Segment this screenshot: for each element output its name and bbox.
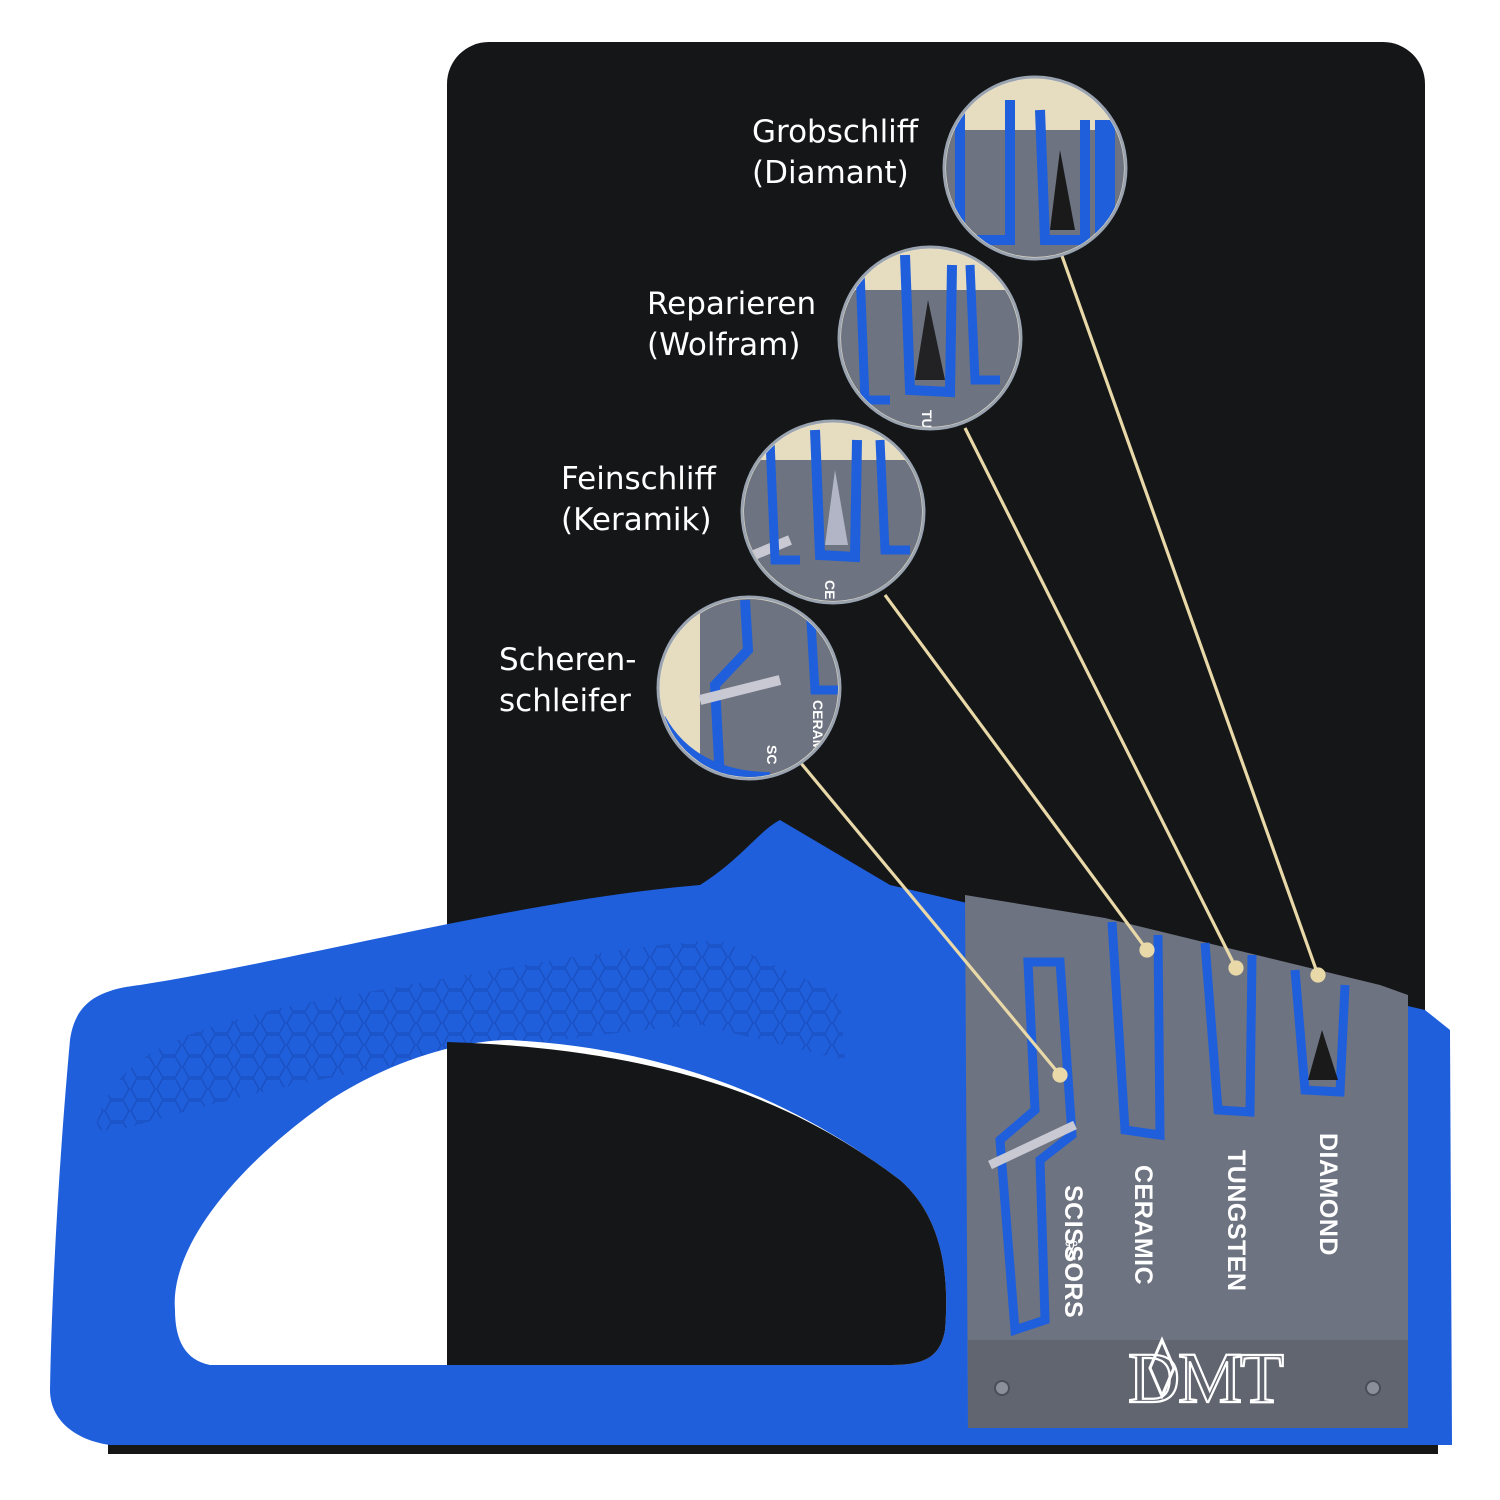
brand-logo: DMT <box>1127 1336 1286 1419</box>
callout-coarse-line1: Grobschliff <box>752 114 919 150</box>
screw-left <box>994 1380 1010 1396</box>
leader-line-scissors <box>798 760 1062 1077</box>
zoom-circle-scissors: CERAM SC <box>656 595 842 781</box>
zoom-circle-diamond <box>942 75 1128 261</box>
slot-label-diamond: DIAMOND <box>1314 1133 1342 1256</box>
leader-dot-diamond <box>1310 967 1326 983</box>
callout-coarse-line2: (Diamant) <box>752 155 909 191</box>
zoom-label-ceramic: CE <box>822 580 838 599</box>
tungsten-slot <box>1200 942 1257 1117</box>
ceramic-slot <box>1107 921 1165 1141</box>
leader-line-ceramic <box>883 594 1149 951</box>
slot-label-scissors: SCISSORS <box>1059 1185 1087 1318</box>
callout-fine-line1: Feinschliff <box>561 461 716 497</box>
callout-fine-line2: (Keramik) <box>561 502 712 538</box>
leader-dot-scissors <box>1052 1067 1068 1083</box>
callout-repair-tungsten: Reparieren (Wolfram) <box>647 284 816 366</box>
diamond-abrasive <box>1308 1030 1338 1080</box>
diamond-logo-icon <box>1148 1336 1176 1400</box>
zoom-circle-tungsten: TU <box>837 245 1023 431</box>
screw-right <box>1365 1380 1381 1396</box>
scissors-rod <box>988 1120 1077 1170</box>
scissors-slot <box>995 957 1077 1337</box>
leader-dot-ceramic <box>1139 942 1155 958</box>
leader-line-diamond <box>1060 255 1320 976</box>
zoom-circle-ceramic: CE <box>740 419 926 605</box>
leader-lines <box>798 255 1326 1083</box>
zoom-label-ceramic-small: CERAM <box>810 700 826 751</box>
zoom-label-scissors: SC <box>764 745 780 764</box>
callout-scissors-line1: Scheren- <box>499 642 637 678</box>
callout-fine-ceramic: Feinschliff (Keramik) <box>561 459 716 541</box>
logo-plate <box>968 1340 1408 1428</box>
panel-through-opening <box>447 1042 947 1365</box>
slot-label-tungsten: TUNGSTEN <box>1222 1150 1250 1292</box>
callout-scissors: Scheren- schleifer <box>499 640 636 722</box>
scissors-icon: ✂ <box>1055 1240 1085 1262</box>
leader-dot-tungsten <box>1228 960 1244 976</box>
callout-coarse-diamond: Grobschliff (Diamant) <box>752 112 918 194</box>
logo-text: DMT <box>1128 1338 1283 1418</box>
callout-repair-line1: Reparieren <box>647 286 817 322</box>
leader-line-tungsten <box>963 427 1238 969</box>
zoom-label-tungsten: TU <box>919 410 935 429</box>
slot-label-ceramic: CERAMIC <box>1129 1165 1157 1285</box>
callout-repair-line2: (Wolfram) <box>647 327 801 363</box>
grip-texture <box>95 940 845 1130</box>
diamond-slot <box>1290 969 1350 1097</box>
callout-scissors-line2: schleifer <box>499 683 631 719</box>
